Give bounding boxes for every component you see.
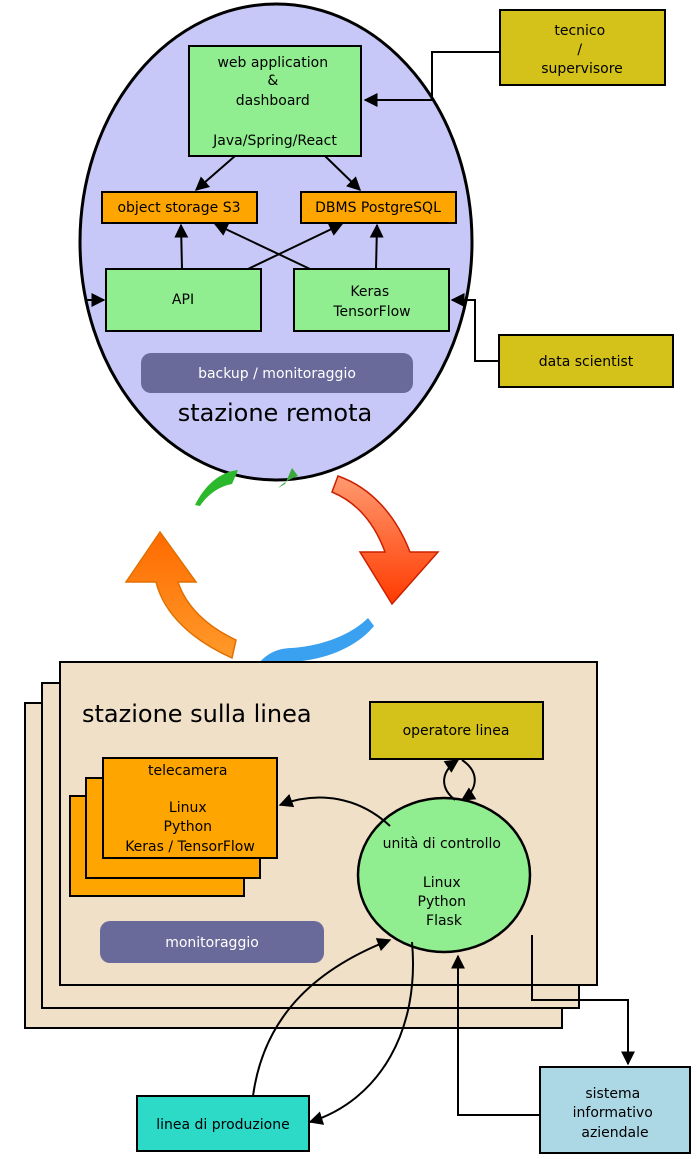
sync-cycle	[124, 468, 440, 664]
dbms-box[interactable]	[300, 191, 457, 224]
cycle-arrow-red	[331, 475, 440, 606]
object-storage-box[interactable]	[101, 191, 258, 224]
line-arrows	[278, 759, 477, 827]
keras-box[interactable]	[293, 268, 450, 332]
data-scientist-box[interactable]	[498, 334, 674, 388]
data-scientist-arrow	[450, 293, 499, 362]
monitoraggio-pill[interactable]	[100, 921, 324, 963]
telecamera-box[interactable]	[102, 757, 278, 859]
remote-arrows	[85, 155, 384, 307]
line-station-title: stazione sulla linea	[82, 700, 312, 728]
remote-station-title: stazione remota	[178, 399, 372, 427]
unita-controllo[interactable]	[356, 796, 532, 954]
api-box[interactable]	[105, 268, 262, 332]
keras-label: Keras TensorFlow	[332, 284, 410, 320]
telecamera-label: telecamera Linux Python Keras / TensorFl…	[125, 763, 255, 855]
operatore-label: operatore linea	[403, 723, 510, 739]
tecnico-box[interactable]	[499, 9, 666, 86]
external-arrows	[252, 935, 635, 1125]
web-app-box[interactable]	[188, 45, 362, 157]
data-scientist-label: data scientist	[539, 354, 634, 370]
monitoraggio-label: monitoraggio	[165, 935, 259, 951]
sistema-box[interactable]	[539, 1066, 691, 1154]
tecnico-arrow	[363, 51, 500, 107]
linea-produzione-box[interactable]	[136, 1095, 310, 1152]
dbms-label: DBMS PostgreSQL	[315, 200, 441, 216]
backup-pill[interactable]	[141, 353, 413, 393]
sistema-label: sistema informativo aziendale	[573, 1086, 658, 1141]
unita-label: unità di controllo Linux Python Flask	[383, 836, 506, 929]
operatore-box[interactable]	[369, 701, 544, 760]
backup-label: backup / monitoraggio	[198, 366, 356, 382]
cycle-arrow-green	[195, 470, 238, 506]
cycle-arrow-blue	[258, 618, 374, 664]
api-label: API	[172, 292, 194, 308]
linea-produzione-label: linea di produzione	[156, 1117, 289, 1133]
cycle-arrow-orange	[124, 530, 237, 660]
tecnico-label: tecnico / supervisore	[541, 23, 623, 77]
object-storage-label: object storage S3	[117, 200, 240, 216]
web-app-label: web application & dashboard Java/Spring/…	[212, 55, 337, 149]
